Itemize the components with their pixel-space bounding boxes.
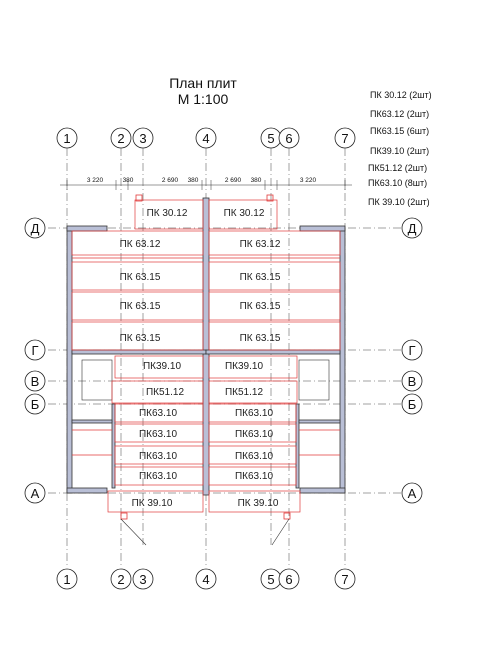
axis-label: Г xyxy=(408,343,415,358)
slab-label: ПК 63.15 xyxy=(120,272,161,283)
dimension-value: 3 220 xyxy=(87,177,104,184)
axis-label: 6 xyxy=(285,572,292,587)
slab-legend: ПК 30.12 (2шт) ПК63.12 (2шт) ПК63.15 (6ш… xyxy=(368,90,432,207)
slab-layout xyxy=(71,199,341,513)
axis-label: Г xyxy=(31,343,38,358)
dimension-value: 380 xyxy=(123,177,134,184)
walls xyxy=(66,197,346,496)
slab-labels-left: ПК 30.12 ПК 63.12 ПК 63.15 ПК 63.15 ПК 6… xyxy=(120,208,188,509)
axis-label: А xyxy=(31,486,40,501)
dimension-value: 2 690 xyxy=(162,177,179,184)
slab-label: ПК 63.15 xyxy=(240,272,281,283)
axis-label: 3 xyxy=(139,572,146,587)
slab-label: ПК39.10 xyxy=(143,361,181,372)
dimension-chain: 3 220 380 2 690 380 2 690 380 3 220 xyxy=(60,177,352,190)
legend-item: ПК63.15 (6шт) xyxy=(370,126,429,136)
slab-label: ПК 30.12 xyxy=(224,208,265,219)
axis-label: 5 xyxy=(267,131,274,146)
axis-label: Д xyxy=(408,221,417,236)
plan-title: План плит xyxy=(169,75,237,91)
slab-label: ПК 39.10 xyxy=(238,498,279,509)
slab-label: ПК63.10 xyxy=(139,471,177,482)
axis-label: А xyxy=(408,486,417,501)
plan-scale: М 1:100 xyxy=(178,91,229,107)
slab-label: ПК 63.15 xyxy=(120,333,161,344)
slab-label: ПК 63.15 xyxy=(120,301,161,312)
slab-label: ПК63.10 xyxy=(235,471,273,482)
slab-label: ПК63.10 xyxy=(139,429,177,440)
legend-item: ПК63.12 (2шт) xyxy=(370,109,429,119)
axis-label: 6 xyxy=(285,131,292,146)
slab-label: ПК51.12 xyxy=(146,387,184,398)
axis-label: 4 xyxy=(202,572,209,587)
axis-label: 7 xyxy=(341,572,348,587)
dimension-value: 2 690 xyxy=(225,177,242,184)
axis-label: 5 xyxy=(267,572,274,587)
dimension-value: 380 xyxy=(188,177,199,184)
slab-label: ПК 39.10 xyxy=(132,498,173,509)
legend-item: ПК51.12 (2шт) xyxy=(368,163,427,173)
slab-label: ПК63.10 xyxy=(139,408,177,419)
axis-label: 1 xyxy=(63,131,70,146)
axis-bubbles-top: 1 2 3 4 5 6 7 xyxy=(56,127,356,149)
slab-label: ПК51.12 xyxy=(225,387,263,398)
slab-label: ПК63.10 xyxy=(139,451,177,462)
dimension-value: 380 xyxy=(251,177,262,184)
axis-label: Д xyxy=(31,221,40,236)
axis-label: 4 xyxy=(202,131,209,146)
slab-label: ПК39.10 xyxy=(225,361,263,372)
slab-label: ПК 63.12 xyxy=(120,239,161,250)
slab-label: ПК63.10 xyxy=(235,451,273,462)
slab-label: ПК 63.15 xyxy=(240,333,281,344)
axis-bubbles-right: Д Г В Б А xyxy=(401,217,423,504)
axis-label: Б xyxy=(31,397,40,412)
legend-item: ПК 30.12 (2шт) xyxy=(370,90,432,100)
axis-label: 7 xyxy=(341,131,348,146)
dimension-value: 3 220 xyxy=(300,177,317,184)
axis-label: В xyxy=(31,374,40,389)
legend-item: ПК39.10 (2шт) xyxy=(370,146,429,156)
slab-label: ПК 30.12 xyxy=(147,208,188,219)
axis-label: 2 xyxy=(117,131,124,146)
axis-label: 3 xyxy=(139,131,146,146)
slab-label: ПК63.10 xyxy=(235,429,273,440)
legend-item: ПК 39.10 (2шт) xyxy=(368,197,430,207)
axis-label: Б xyxy=(408,397,417,412)
legend-item: ПК63.10 (8шт) xyxy=(368,178,427,188)
anchor-marks xyxy=(120,194,291,546)
axis-label: В xyxy=(408,374,417,389)
slab-label: ПК63.10 xyxy=(235,408,273,419)
axis-label: 2 xyxy=(117,572,124,587)
axis-bubbles-bottom: 1 2 3 4 5 6 7 xyxy=(56,568,356,590)
slab-labels-right: ПК 30.12 ПК 63.12 ПК 63.15 ПК 63.15 ПК 6… xyxy=(224,208,281,509)
slab-label: ПК 63.12 xyxy=(240,239,281,250)
axis-bubbles-left: Д Г В Б А xyxy=(24,217,46,504)
axis-label: 1 xyxy=(63,572,70,587)
slab-label: ПК 63.15 xyxy=(240,301,281,312)
